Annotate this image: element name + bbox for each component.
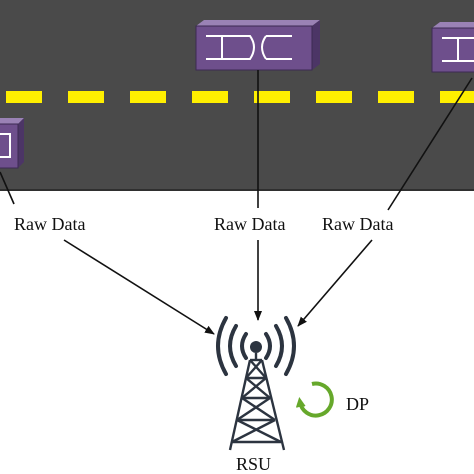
signal-waves-icon (216, 316, 296, 376)
lane-markings (6, 91, 474, 103)
antenna-tower-icon (228, 341, 286, 451)
vehicle-connector-right (387, 77, 473, 211)
vehicle-icon (195, 20, 320, 71)
data-arrow-right (297, 239, 373, 327)
data-arrow-left (63, 239, 215, 335)
dp-label: DP (346, 394, 369, 414)
raw-data-label-left: Raw Data (14, 214, 85, 234)
vehicle-connector-left (0, 171, 15, 205)
vehicle-icon (0, 118, 24, 169)
rsu-label: RSU (236, 454, 271, 474)
raw-data-label-right: Raw Data (322, 214, 393, 234)
vehicle-icon (431, 22, 474, 73)
raw-data-label-middle: Raw Data (214, 214, 285, 234)
refresh-cycle-icon (295, 381, 334, 418)
